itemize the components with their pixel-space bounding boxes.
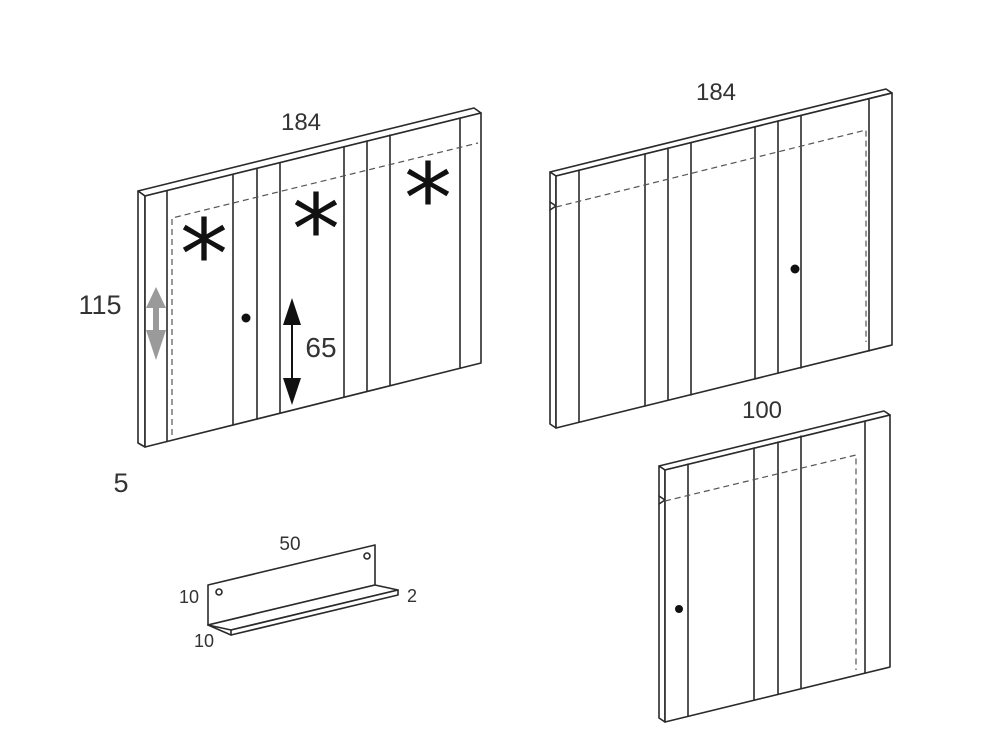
panel-a-adjust-arrow-icon: [146, 287, 166, 360]
panel-a-height-arrow-icon: [283, 298, 301, 405]
panel-c-hole: [675, 605, 683, 613]
shelf-depth-label: 10: [194, 631, 214, 651]
shelf-lip-label: 2: [407, 586, 417, 606]
panel-c: [658, 410, 891, 723]
panel-b-width-label: 184: [696, 79, 736, 106]
panel-a: * * *: [137, 107, 482, 448]
panel-a-mark-1: *: [180, 199, 228, 311]
panel-a-wall-outline: [171, 142, 479, 435]
shelf-screw-hole-left: [215, 588, 223, 596]
panel-b-slats: [578, 98, 870, 423]
panel-a-mark-3: *: [404, 143, 452, 255]
panel-a-mark-2: *: [292, 174, 340, 286]
shelf-screw-hole-right: [363, 552, 371, 560]
panel-a-slats: [166, 117, 461, 442]
panel-b: [549, 88, 893, 429]
panel-a-width-label: 184: [281, 109, 321, 136]
shelf: [207, 544, 399, 636]
panel-a-face: [144, 112, 482, 448]
panel-c-side-edge: [658, 465, 666, 723]
shelf-length-label: 50: [279, 534, 300, 555]
shelf-height-label: 10: [179, 587, 199, 607]
panel-a-depth-label: 5: [113, 468, 128, 498]
panel-a-adjust-label: 65: [305, 332, 336, 363]
panel-a-hole: [241, 313, 251, 323]
panel-a-side-edge: [137, 190, 146, 448]
panel-c-wall-outline: [664, 454, 857, 670]
panel-c-slats: [687, 420, 866, 717]
panel-c-hook-icon: [658, 495, 666, 505]
panel-a-height-label: 115: [78, 290, 121, 320]
panel-b-side-edge: [549, 171, 557, 429]
panel-b-face: [555, 92, 893, 429]
panel-b-hole: [790, 264, 800, 274]
panel-b-wall-outline: [555, 129, 867, 342]
shelf-lip: [230, 589, 399, 636]
panel-c-width-label: 100: [742, 397, 782, 424]
panel-b-hook-icon: [549, 201, 557, 211]
